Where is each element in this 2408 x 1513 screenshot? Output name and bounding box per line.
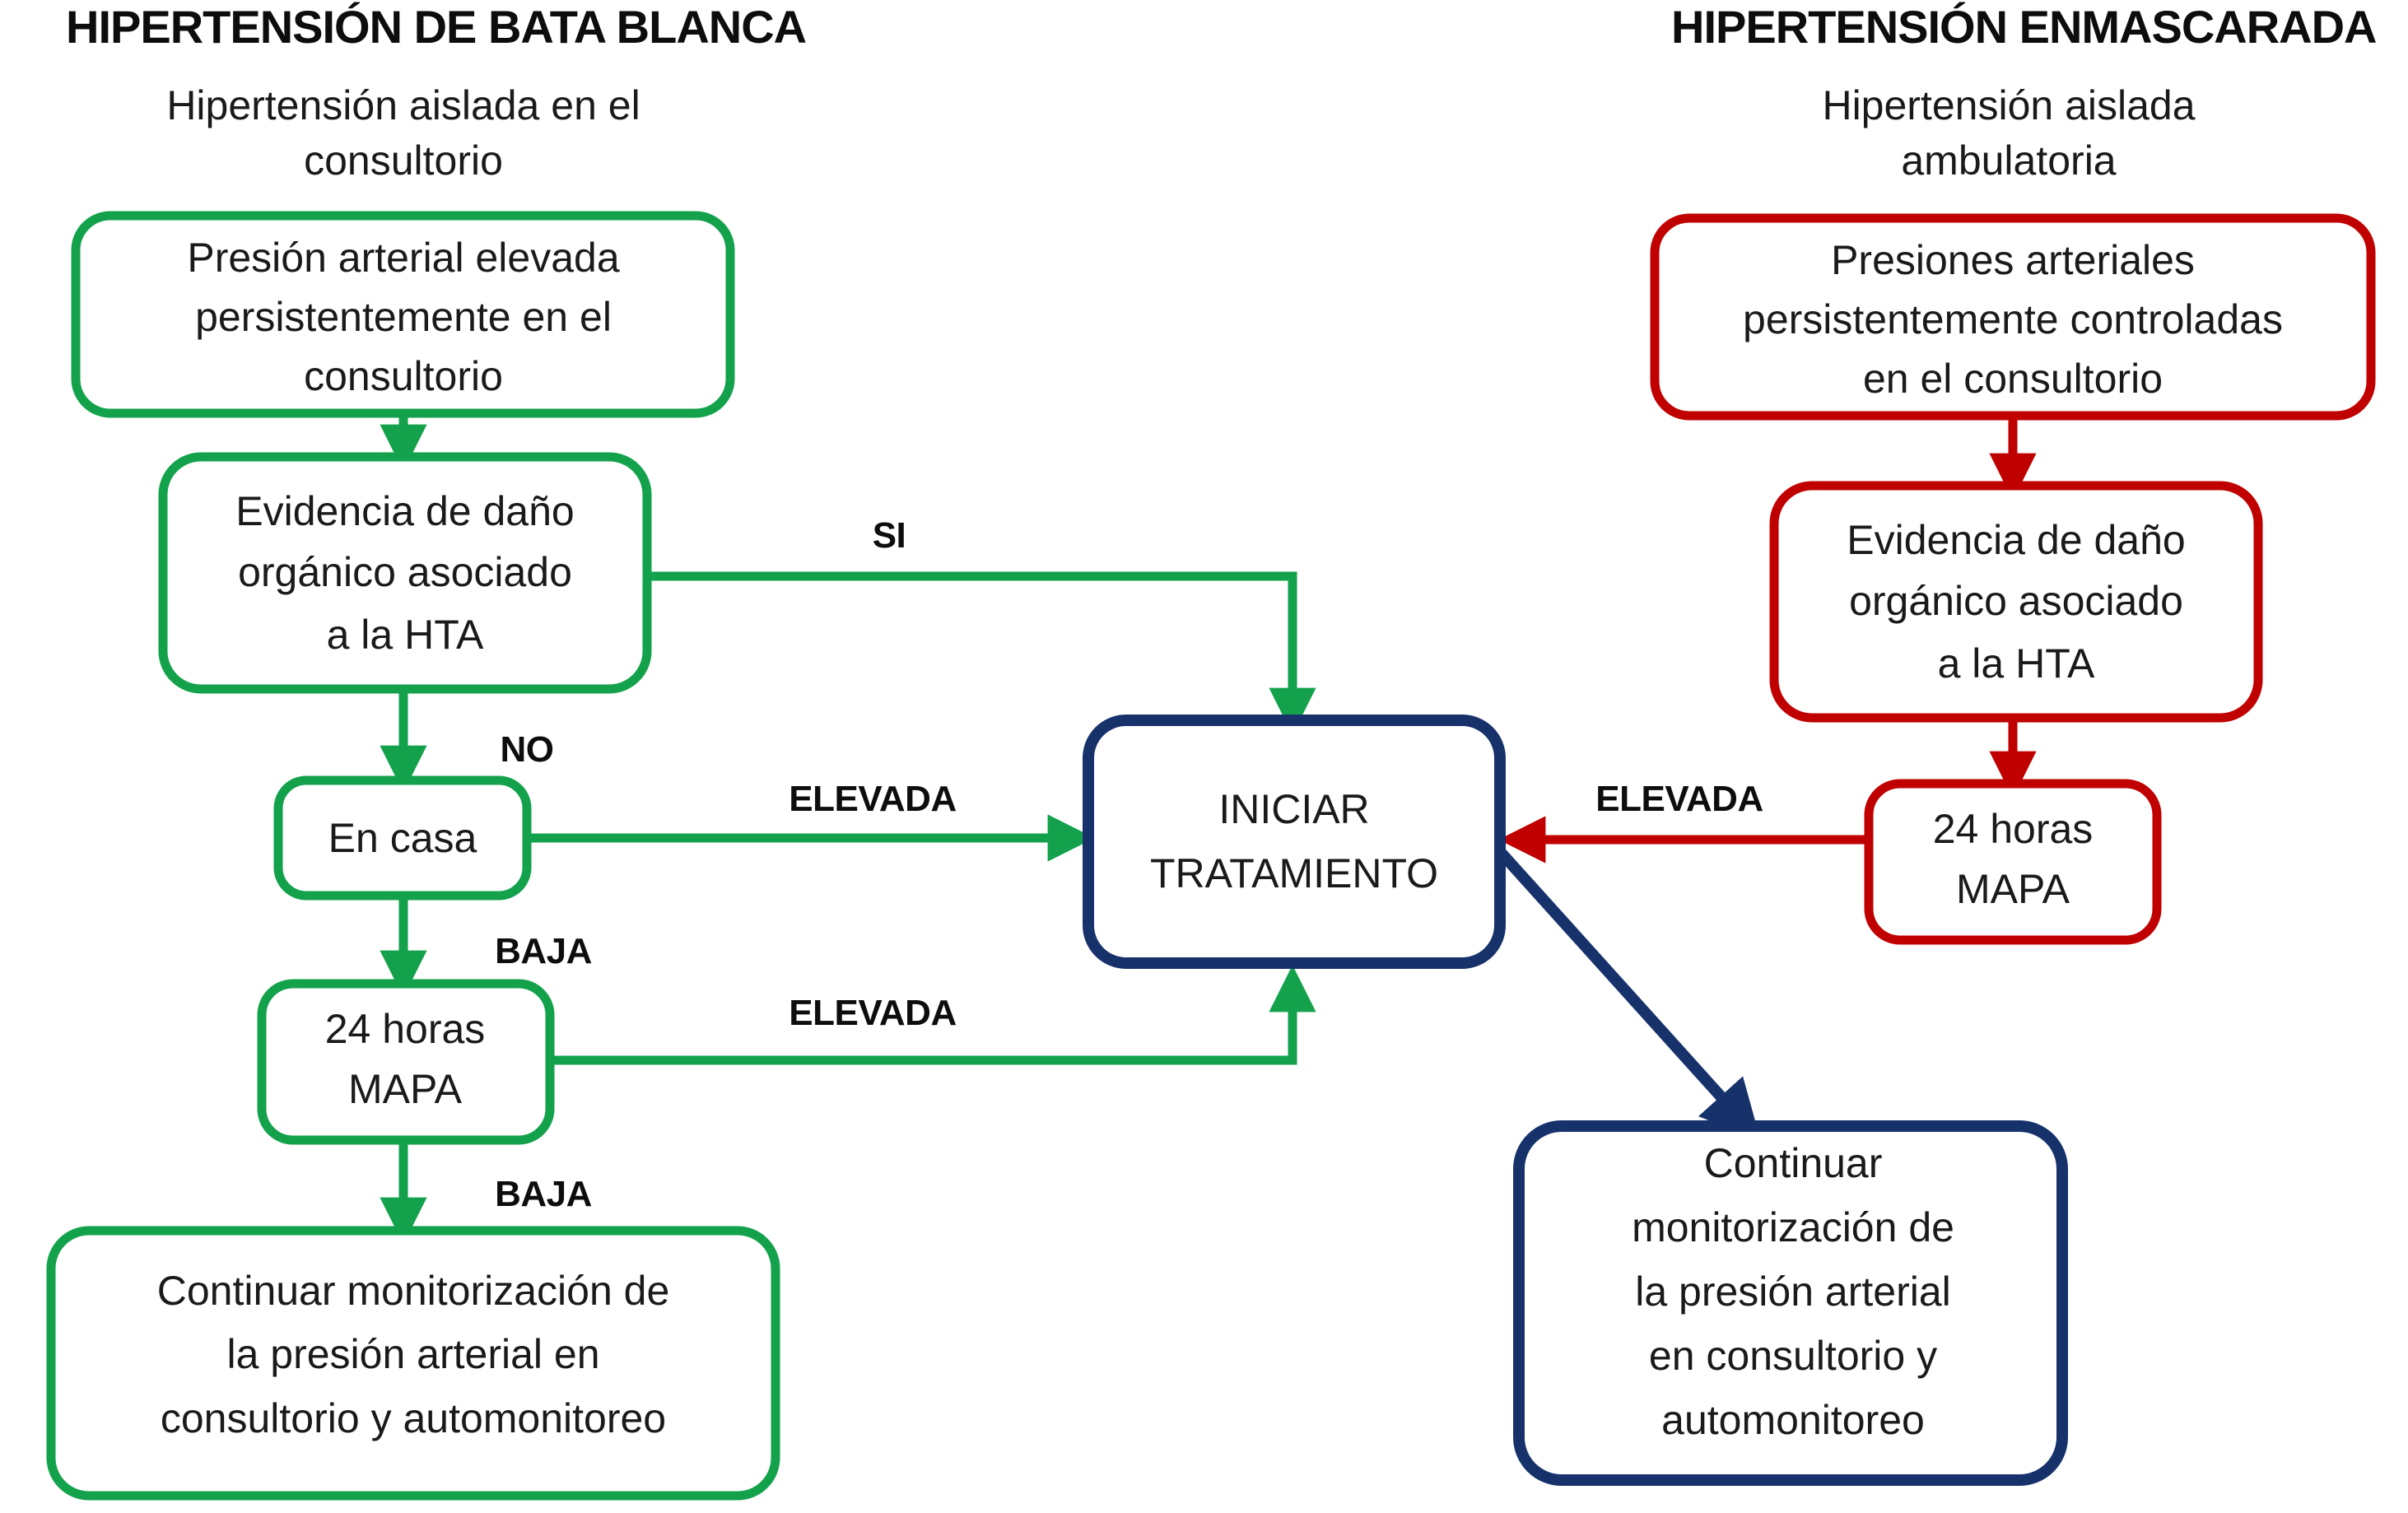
node-left-damage-line-2: orgánico asociado <box>238 549 572 595</box>
node-left-monitor[interactable]: Continuar monitorización de la presión a… <box>46 1226 780 1501</box>
node-left-damage-shape <box>158 452 652 694</box>
node-right-start[interactable]: Presiones arteriales persistentemente co… <box>1650 213 2376 421</box>
left-column-title: HIPERTENSIÓN DE BATA BLANCA <box>66 1 806 53</box>
node-right-monitor-line-3: la presión arterial <box>1635 1269 1951 1315</box>
edge-label-elevada-home: ELEVADA <box>789 779 956 819</box>
node-right-damage[interactable]: Evidencia de daño orgánico asociado a la… <box>1769 481 2263 723</box>
node-right-monitor[interactable]: Continuar monitorización de la presión a… <box>1513 1120 2068 1486</box>
node-right-damage-line-2: orgánico asociado <box>1849 578 2183 624</box>
node-right-damage-line-1: Evidencia de daño <box>1847 517 2185 563</box>
node-center-treatment-line-2: TRATAMIENTO <box>1150 850 1438 896</box>
node-left-home-label: En casa <box>328 815 477 861</box>
node-right-monitor-shape <box>1513 1120 2068 1486</box>
node-left-monitor-shape <box>46 1226 780 1501</box>
node-right-damage-line-3: a la HTA <box>1938 640 2095 687</box>
node-right-abpm-line-2: MAPA <box>1956 866 2070 912</box>
node-right-abpm[interactable]: 24 horas MAPA <box>1864 779 2162 945</box>
node-right-start-shape <box>1650 213 2376 421</box>
node-left-monitor-line-3: consultorio y automonitoreo <box>161 1395 666 1441</box>
node-left-start-shape <box>71 211 735 418</box>
node-left-start[interactable]: Presión arterial elevada persistentement… <box>71 211 735 418</box>
node-center-treatment-line-1: INICIAR <box>1218 786 1369 832</box>
edge-left-damage-si-to-treatment <box>650 571 1316 735</box>
right-column-subtitle-line1: Hipertensión aislada <box>1822 82 2195 128</box>
node-center-treatment-shape <box>1083 715 1506 969</box>
node-left-abpm-line-1: 24 horas <box>325 1006 486 1052</box>
node-right-start-line-1: Presiones arteriales <box>1831 237 2195 283</box>
node-left-damage-line-1: Evidencia de daño <box>235 488 574 534</box>
node-left-abpm[interactable]: 24 horas MAPA <box>257 979 555 1145</box>
edge-label-baja-home: BAJA <box>495 931 592 971</box>
node-left-home-shape <box>273 775 532 901</box>
edge-left-abpm-elevada-to-treatment <box>552 965 1316 1065</box>
edge-label-si: SI <box>873 515 906 556</box>
node-left-start-line-1: Presión arterial elevada <box>187 235 619 281</box>
node-right-monitor-line-4: en consultorio y <box>1649 1333 1937 1379</box>
left-column-subtitle-line1: Hipertensión aislada en el <box>166 82 640 128</box>
node-center-treatment[interactable]: INICIAR TRATAMIENTO <box>1083 715 1506 969</box>
node-right-monitor-line-1: Continuar <box>1704 1140 1883 1186</box>
edge-label-elevada-abpm: ELEVADA <box>789 993 956 1033</box>
node-right-start-line-3: en el consultorio <box>1863 356 2163 402</box>
node-left-start-line-3: consultorio <box>304 353 503 399</box>
node-left-abpm-line-2: MAPA <box>348 1066 463 1112</box>
node-left-monitor-line-2: la presión arterial en <box>226 1331 599 1377</box>
edge-label-elevada-right: ELEVADA <box>1595 779 1763 819</box>
edge-treatment-to-right-monitor <box>1492 844 1761 1141</box>
node-right-start-line-2: persistentemente controladas <box>1743 296 2283 342</box>
edge-label-no: NO <box>501 729 554 770</box>
node-right-monitor-line-5: automonitoreo <box>1661 1397 1925 1443</box>
edge-label-baja-abpm: BAJA <box>495 1174 592 1214</box>
node-left-home[interactable]: En casa <box>273 775 532 901</box>
right-column-title: HIPERTENSIÓN ENMASCARADA <box>1671 1 2377 53</box>
node-left-abpm-shape <box>257 979 555 1145</box>
node-left-damage-line-3: a la HTA <box>327 612 484 658</box>
node-right-abpm-line-1: 24 horas <box>1933 806 2094 852</box>
node-right-monitor-line-2: monitorización de <box>1632 1204 1954 1250</box>
node-right-damage-shape <box>1769 481 2263 723</box>
node-left-start-line-2: persistentemente en el <box>195 294 612 340</box>
node-left-monitor-line-1: Continuar monitorización de <box>157 1268 670 1314</box>
node-right-abpm-shape <box>1864 779 2162 945</box>
node-left-damage[interactable]: Evidencia de daño orgánico asociado a la… <box>158 452 652 694</box>
right-column-subtitle-line2: ambulatoria <box>1901 137 2116 184</box>
left-column-subtitle-line2: consultorio <box>304 137 503 184</box>
